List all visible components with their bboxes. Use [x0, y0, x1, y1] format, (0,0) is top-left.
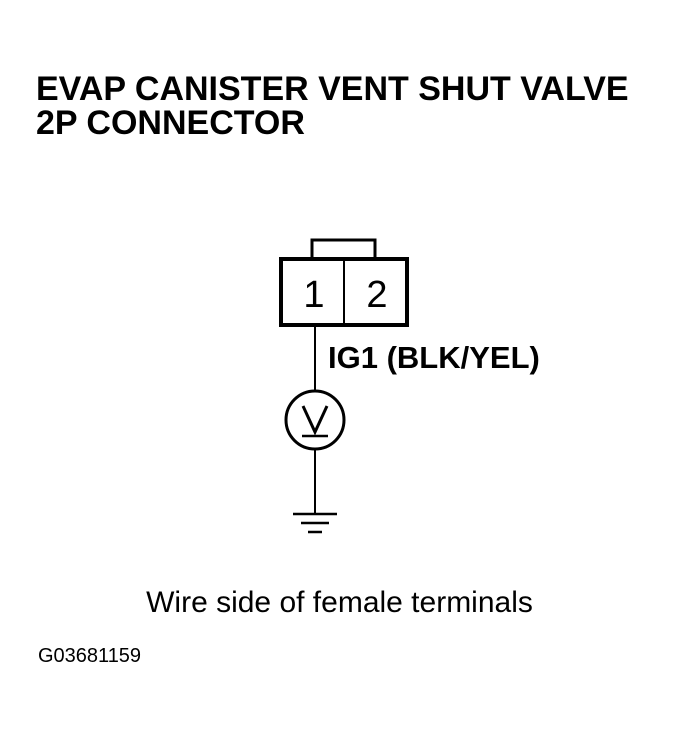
- figure-id: G03681159: [38, 645, 142, 667]
- ground-icon: [293, 512, 337, 534]
- pin-2-label: 2: [366, 274, 387, 316]
- title-line-1: EVAP CANISTER VENT SHUT VALVE: [36, 70, 629, 108]
- diagram-title: EVAP CANISTER VENT SHUT VALVE 2P CONNECT…: [36, 72, 629, 140]
- title-line-2: 2P CONNECTOR: [36, 104, 305, 142]
- wire-label: IG1 (BLK/YEL): [328, 340, 540, 375]
- connector-latch: [310, 238, 377, 259]
- voltmeter-icon: [284, 389, 346, 451]
- voltmeter-symbol: [301, 405, 329, 438]
- diagram-caption: Wire side of female terminals: [146, 586, 533, 619]
- pin-1-label: 1: [303, 274, 324, 316]
